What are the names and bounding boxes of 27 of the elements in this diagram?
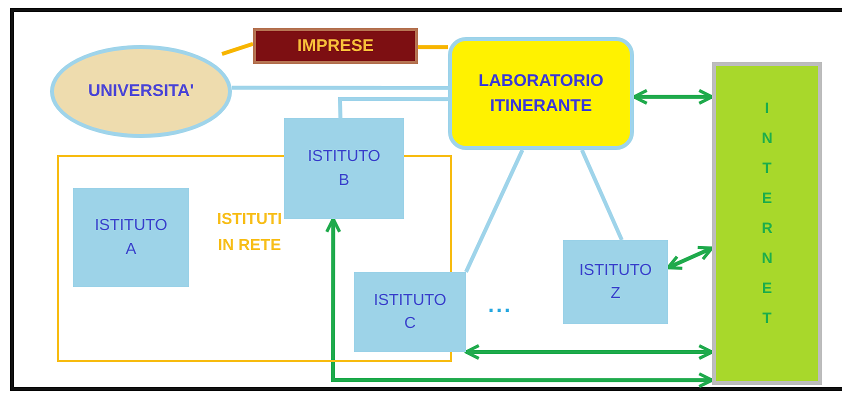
- process-box: [448, 37, 634, 150]
- connector-line: [464, 149, 524, 273]
- arrow: [325, 217, 714, 388]
- arrow: [632, 88, 714, 105]
- node-label: ISTITUTO A: [94, 216, 168, 260]
- arrow: [464, 344, 714, 360]
- connector-line: [338, 97, 448, 118]
- process-box: [563, 240, 668, 324]
- node-label: UNIVERSITA': [87, 80, 195, 102]
- node-label: ISTITUTO B: [306, 147, 382, 190]
- ellipsis-mark: ...: [488, 292, 512, 318]
- group-label: ISTITUTI IN RETE: [217, 210, 282, 256]
- process-box: [354, 272, 466, 352]
- process-box: [253, 28, 418, 64]
- node-label: ISTITUTO Z: [578, 260, 653, 304]
- node-label: IMPRESE: [296, 34, 375, 57]
- connector-line: [580, 149, 624, 241]
- node-label: LABORATORIO ITINERANTE: [478, 70, 604, 116]
- process-box: [73, 188, 189, 287]
- arrow: [666, 246, 714, 270]
- node-label: ISTITUTO C: [372, 290, 448, 334]
- connector-line: [232, 86, 448, 90]
- node-label: INTERNET: [762, 99, 772, 329]
- process-box: [284, 118, 404, 219]
- connector-line: [221, 42, 254, 56]
- connector-line: [418, 45, 448, 50]
- internet-bar: [712, 62, 822, 385]
